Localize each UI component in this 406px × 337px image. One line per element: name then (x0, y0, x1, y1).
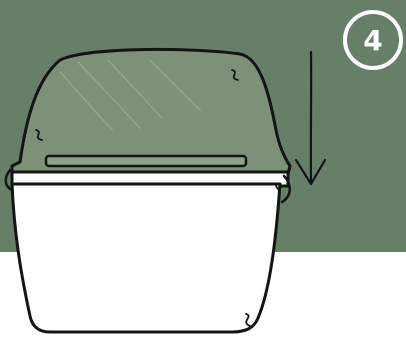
container-base (6, 170, 290, 332)
container-lid (12, 49, 290, 174)
lid-rim-ledge (46, 156, 246, 166)
step-number-label: 4 (363, 24, 382, 57)
base-body (12, 184, 280, 332)
